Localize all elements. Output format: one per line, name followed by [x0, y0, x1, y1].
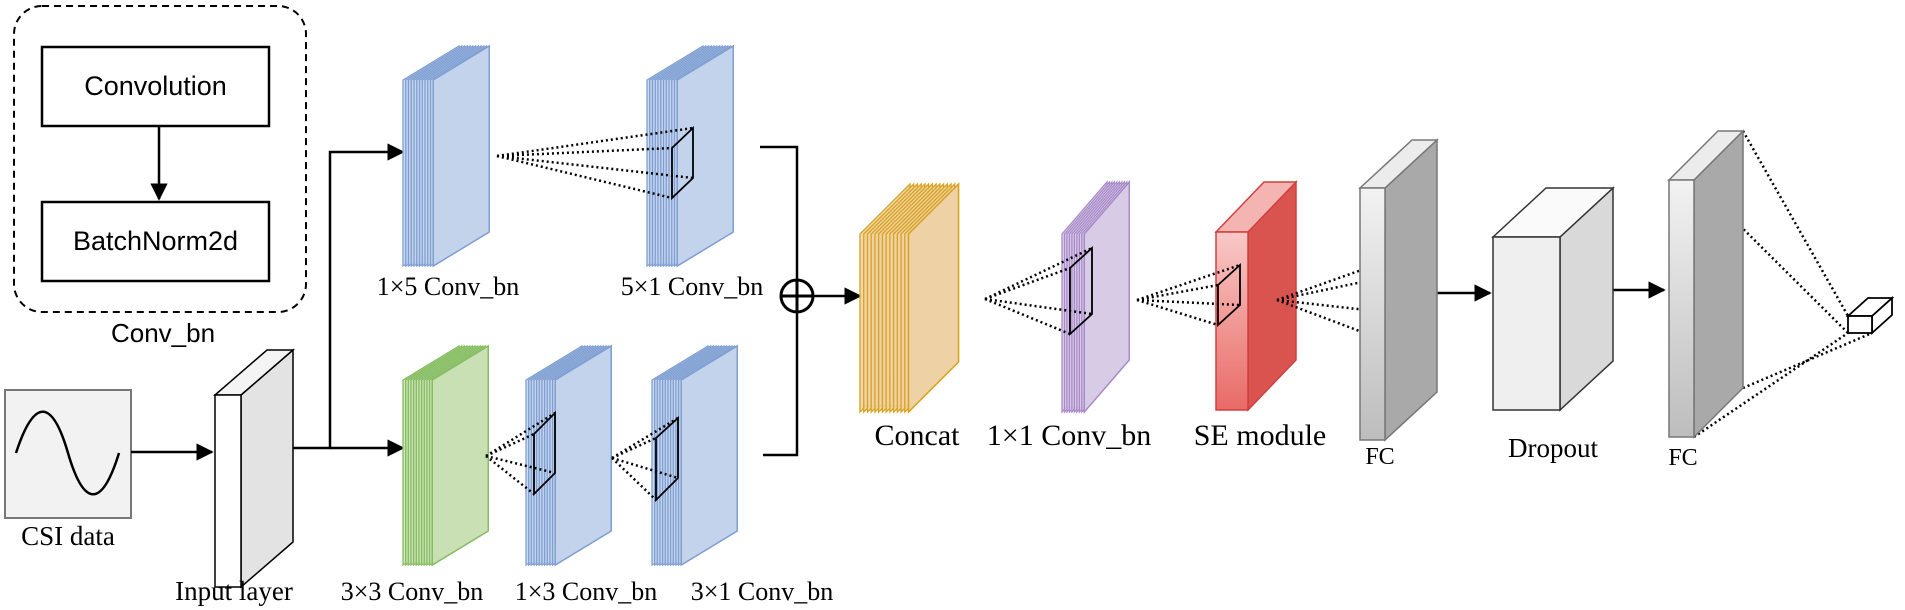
- stack-conv-3x3-back-face: [431, 344, 489, 567]
- cone-1x5-to-5x1-ray: [496, 146, 673, 158]
- fc2-label: FC: [1668, 445, 1697, 471]
- cone-concat-to-1x1-ray: [984, 297, 1071, 336]
- dropout-node: Dropout: [1491, 186, 1615, 463]
- cone-1x3-to-3x1-ray: [611, 436, 657, 460]
- cone-fc2-to-output: [1741, 130, 1850, 317]
- arrow-input-to-top-branch: [293, 143, 405, 450]
- csi-label: CSI data: [21, 521, 115, 551]
- cone-3x3-to-1x3-ray: [485, 411, 556, 458]
- stack-concat-back-face: [907, 182, 960, 414]
- stack-conv-1x3-back-face: [554, 344, 612, 567]
- stack-conv-5x1-back-face: [676, 44, 734, 268]
- fc1-front: [1359, 187, 1386, 441]
- label-se-module: SE module: [1194, 419, 1327, 452]
- cone-1x1-to-se-ray: [1136, 263, 1241, 302]
- se-front: [1215, 231, 1249, 411]
- stack-conv-1x1: [1061, 179, 1131, 415]
- cone-1x3-to-3x1-kernel: [655, 415, 679, 503]
- fc1-node: FC: [1358, 138, 1439, 470]
- line-top-branch-to-sum: [760, 145, 799, 279]
- cone-se-to-fc1-ray: [1276, 298, 1363, 334]
- cone-1x1-to-se-ray: [1136, 298, 1219, 327]
- input-layer-node: Input layer: [175, 348, 296, 606]
- stack-conv-3x1: [651, 344, 738, 567]
- connections: [131, 143, 1666, 461]
- cone-concat-to-1x1: [984, 245, 1093, 337]
- legend-batchnorm-label: BatchNorm2d: [73, 226, 238, 256]
- legend-dashed-border: [13, 5, 307, 313]
- cone-3x3-to-1x3-ray: [485, 432, 535, 458]
- cone-se-to-fc1-ray: [1276, 260, 1385, 302]
- label-conv-3x3: 3×3 Conv_bn: [341, 577, 484, 606]
- cone-1x5-to-5x1-kernel: [671, 125, 694, 201]
- cone-1x3-to-3x1: [611, 415, 679, 503]
- cone-1x5-to-5x1-ray: [496, 154, 673, 200]
- fc2-output-ray: [1693, 331, 1849, 439]
- fc2-front: [1668, 179, 1695, 438]
- labels: 1×5 Conv_bn 5×1 Conv_bn 3×3 Conv_bn 1×3 …: [341, 272, 1327, 606]
- cone-3x3-to-1x3-ray: [485, 455, 535, 495]
- stack-conv-1x3: [525, 344, 612, 567]
- cone-3x3-to-1x3: [485, 410, 556, 497]
- cone-1x3-to-3x1-ray: [611, 457, 657, 501]
- fc2-node: FC: [1667, 129, 1745, 471]
- stack-conv-1x5: [402, 44, 490, 268]
- label-conv-1x1: 1×1 Conv_bn: [987, 419, 1151, 452]
- label-conv-5x1: 5×1 Conv_bn: [621, 272, 764, 301]
- cone-1x1-to-se: [1136, 262, 1241, 328]
- cone-fc2-to-output-ray: [1741, 130, 1850, 317]
- input-layer-front: [214, 394, 242, 588]
- cone-1x3-to-3x1-ray: [611, 456, 679, 480]
- sum-node: [779, 278, 815, 314]
- label-conv-1x3: 1×3 Conv_bn: [515, 577, 658, 606]
- legend-convolution-label: Convolution: [84, 71, 227, 101]
- cone-1x1-to-se-kernel: [1217, 262, 1241, 328]
- fc1-label: FC: [1365, 444, 1394, 470]
- stack-conv-1x5-back-face: [432, 44, 490, 268]
- stack-conv-3x1-back-face: [680, 344, 738, 567]
- cone-1x5-to-5x1: [496, 125, 694, 201]
- layer-stacks: [402, 44, 1298, 567]
- legend-batchnorm-box: [40, 200, 271, 283]
- cone-concat-to-1x1-ray: [984, 297, 1093, 316]
- cone-concat-to-1x1-ray: [984, 266, 1071, 301]
- output-node: [1845, 295, 1895, 336]
- label-concat: Concat: [875, 419, 961, 452]
- input-layer-label: Input layer: [175, 576, 293, 606]
- label-conv-1x5: 1×5 Conv_bn: [377, 272, 520, 301]
- output-front: [1847, 315, 1873, 334]
- fc1-side: [1384, 138, 1438, 442]
- dropout-front: [1492, 236, 1561, 411]
- dropout-label: Dropout: [1508, 433, 1598, 463]
- cone-3x3-to-1x3-ray: [485, 454, 556, 475]
- legend-title: Conv_bn: [111, 318, 215, 348]
- stack-conv-1x1-back-face: [1083, 179, 1131, 415]
- legend-convolution-box: [40, 45, 271, 128]
- csi-data-node: CSI data: [4, 389, 132, 551]
- label-conv-3x1: 3×1 Conv_bn: [691, 577, 834, 606]
- stack-concat: [859, 182, 960, 414]
- cone-1x1-to-se-ray: [1136, 298, 1241, 307]
- legend-group: Convolution BatchNorm2d Conv_bn: [13, 5, 307, 348]
- stack-conv-3x3: [402, 344, 489, 567]
- sine-wave-icon: [14, 410, 121, 496]
- line-bottom-branch-to-sum: [763, 313, 799, 457]
- stack-conv-5x1: [646, 44, 734, 268]
- stack-se-module: [1214, 180, 1298, 412]
- fc2-side: [1693, 129, 1744, 439]
- cone-1x1-to-se-ray: [1136, 283, 1219, 302]
